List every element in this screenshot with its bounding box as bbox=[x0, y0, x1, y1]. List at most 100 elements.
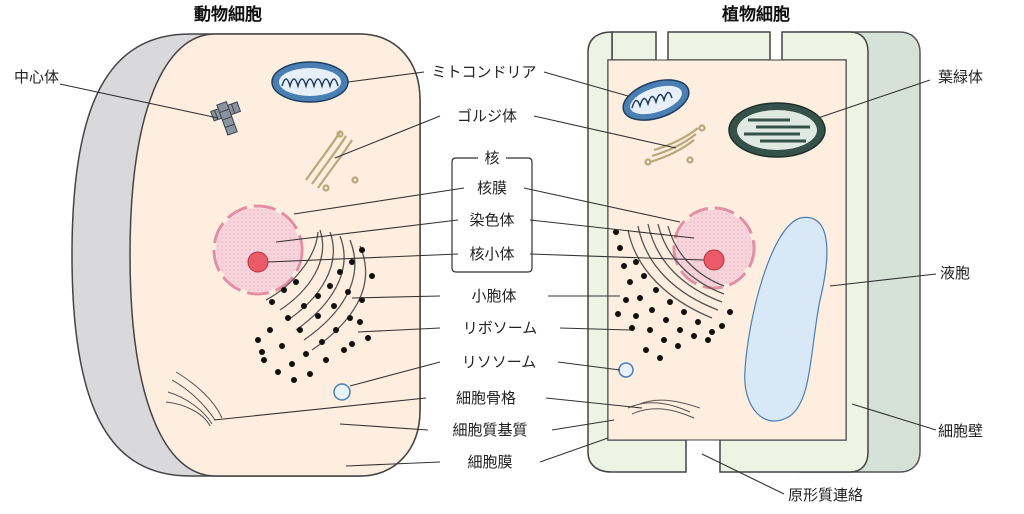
animal-mitochondria bbox=[271, 61, 349, 103]
ribosome-dot bbox=[315, 293, 321, 299]
ribosome-dot bbox=[675, 343, 681, 349]
plant-mitochondria bbox=[622, 79, 690, 121]
label-cytoskeleton: 細胞骨格 bbox=[456, 389, 516, 407]
animal-cell bbox=[71, 33, 421, 477]
ribosome-dot bbox=[661, 337, 667, 343]
ribosome-dot bbox=[613, 229, 619, 235]
ribosome-dot bbox=[303, 351, 309, 357]
ribosome-dot bbox=[281, 287, 287, 293]
ribosome-dot bbox=[357, 319, 363, 325]
plant-cell-title: 植物細胞 bbox=[722, 4, 790, 25]
animal-cell-title: 動物細胞 bbox=[194, 4, 262, 25]
ribosome-dot bbox=[369, 273, 375, 279]
ribosome-dot bbox=[323, 357, 329, 363]
ribosome-dot bbox=[695, 319, 701, 325]
ribosome-dot bbox=[649, 307, 655, 313]
label-mitochondria: ミトコンドリア bbox=[431, 63, 536, 81]
label-nuclear-membrane: 核膜 bbox=[477, 179, 507, 197]
plant-er bbox=[627, 223, 725, 319]
plant-lysosome bbox=[618, 362, 634, 378]
ribosome-dot bbox=[275, 369, 281, 375]
ribosome-dot bbox=[629, 325, 635, 331]
ribosome-dot bbox=[319, 339, 325, 345]
ribosome-dot bbox=[681, 309, 687, 315]
centrosome-icon bbox=[210, 100, 242, 136]
ribosome-dot bbox=[615, 311, 621, 317]
animal-lysosome bbox=[333, 383, 351, 401]
leader-lines bbox=[59, 71, 937, 495]
ribosome-dot bbox=[623, 297, 629, 303]
animal-nucleus bbox=[212, 204, 304, 296]
ribosome-dot bbox=[345, 289, 351, 295]
plant-golgi bbox=[644, 124, 706, 166]
label-chloroplast: 葉緑体 bbox=[938, 68, 983, 86]
ribosome-dot bbox=[341, 347, 347, 353]
ribosome-dot bbox=[647, 327, 653, 333]
ribosome-dot bbox=[617, 245, 623, 251]
chloroplast-icon bbox=[728, 102, 826, 158]
ribosome-dot bbox=[359, 297, 365, 303]
ribosome-dot bbox=[667, 299, 673, 305]
label-ribosome: リボソーム bbox=[463, 319, 538, 337]
label-chromosome: 染色体 bbox=[469, 211, 514, 229]
ribosome-dot bbox=[301, 303, 307, 309]
ribosome-dot bbox=[255, 337, 261, 343]
ribosome-dot bbox=[653, 287, 659, 293]
animal-ribosomes bbox=[255, 247, 375, 383]
label-cytoplasmic-matrix: 細胞質基質 bbox=[452, 421, 527, 439]
animal-golgi bbox=[305, 130, 359, 192]
ribosome-dot bbox=[327, 283, 333, 289]
ribosome-dot bbox=[621, 263, 627, 269]
ribosome-dot bbox=[627, 279, 633, 285]
nucleus-group-bracket bbox=[451, 157, 533, 273]
ribosome-dot bbox=[293, 279, 299, 285]
plant-cytoskeleton bbox=[627, 399, 701, 419]
label-er: 小胞体 bbox=[471, 287, 516, 305]
ribosome-dot bbox=[307, 371, 313, 377]
ribosome-dot bbox=[349, 341, 355, 347]
label-cell-membrane: 細胞膜 bbox=[467, 453, 512, 471]
plant-ribosomes bbox=[613, 229, 733, 361]
ribosome-dot bbox=[677, 327, 683, 333]
ribosome-dot bbox=[641, 273, 647, 279]
ribosome-dot bbox=[331, 303, 337, 309]
ribosome-dot bbox=[705, 337, 711, 343]
ribosome-dot bbox=[279, 343, 285, 349]
label-cell-wall: 細胞壁 bbox=[938, 422, 983, 440]
ribosome-dot bbox=[333, 327, 339, 333]
plant-cell-wall bbox=[611, 31, 657, 61]
ribosome-dot bbox=[365, 335, 371, 341]
ribosome-dot bbox=[359, 247, 365, 253]
ribosome-dot bbox=[297, 327, 303, 333]
label-nucleus-header: 核 bbox=[484, 149, 499, 167]
label-plasmodesmata: 原形質連絡 bbox=[788, 486, 863, 504]
ribosome-dot bbox=[285, 315, 291, 321]
vacuole-icon bbox=[744, 216, 828, 422]
ribosome-dot bbox=[291, 377, 297, 383]
ribosome-dot bbox=[269, 299, 275, 305]
ribosome-dot bbox=[637, 295, 643, 301]
ribosome-dot bbox=[267, 327, 273, 333]
label-golgi: ゴルジ体 bbox=[457, 107, 517, 125]
label-centrosome: 中心体 bbox=[14, 68, 59, 86]
animal-cytoskeleton bbox=[165, 371, 223, 427]
ribosome-dot bbox=[289, 361, 295, 367]
plant-nucleus bbox=[672, 206, 756, 290]
label-nucleolus: 核小体 bbox=[469, 245, 514, 263]
ribosome-dot bbox=[337, 269, 343, 275]
ribosome-dot bbox=[663, 317, 669, 323]
ribosome-dot bbox=[347, 315, 353, 321]
ribosome-dot bbox=[315, 313, 321, 319]
ribosome-dot bbox=[719, 323, 725, 329]
ribosome-dot bbox=[691, 333, 697, 339]
ribosome-dot bbox=[261, 357, 267, 363]
ribosome-dot bbox=[657, 355, 663, 361]
label-lysosome: リソソーム bbox=[462, 353, 537, 371]
ribosome-dot bbox=[633, 313, 639, 319]
ribosome-dot bbox=[727, 309, 733, 315]
ribosome-dot bbox=[259, 349, 265, 355]
ribosome-dot bbox=[643, 347, 649, 353]
ribosome-dot bbox=[349, 259, 355, 265]
